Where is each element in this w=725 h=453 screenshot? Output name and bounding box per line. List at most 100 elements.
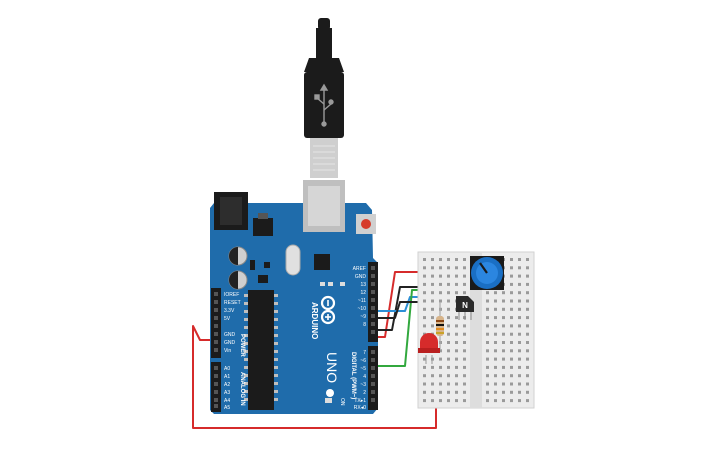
breadboard-hole bbox=[447, 274, 450, 278]
breadboard-hole bbox=[431, 399, 434, 403]
breadboard-hole bbox=[463, 266, 466, 270]
breadboard-hole bbox=[423, 316, 426, 320]
breadboard-hole bbox=[447, 332, 450, 336]
breadboard-hole bbox=[518, 365, 521, 369]
breadboard-hole bbox=[431, 382, 434, 386]
breadboard-hole bbox=[447, 390, 450, 394]
breadboard-hole bbox=[526, 282, 529, 286]
breadboard-hole bbox=[455, 274, 458, 278]
breadboard-hole bbox=[518, 341, 521, 344]
breadboard-hole bbox=[494, 307, 497, 311]
breadboard-hole bbox=[455, 341, 458, 344]
breadboard-hole bbox=[431, 299, 434, 303]
breadboard-hole bbox=[510, 266, 513, 270]
breadboard-hole bbox=[431, 374, 434, 378]
transistor-label: N bbox=[462, 301, 468, 310]
breadboard-hole bbox=[510, 390, 513, 394]
pin-label-aref: AREF bbox=[353, 266, 366, 272]
breadboard-hole bbox=[447, 349, 450, 353]
breadboard-hole bbox=[494, 399, 497, 403]
pin-label-a1: A1 bbox=[224, 374, 230, 380]
breadboard-hole bbox=[510, 291, 513, 295]
pin-label-5: ~5 bbox=[360, 366, 366, 372]
breadboard-hole bbox=[526, 374, 529, 378]
breadboard-hole bbox=[526, 349, 529, 353]
breadboard-hole bbox=[455, 282, 458, 286]
breadboard-hole bbox=[494, 365, 497, 369]
pin-label-3v3: 3.3V bbox=[224, 308, 235, 314]
breadboard-hole bbox=[423, 258, 426, 261]
breadboard-hole bbox=[463, 349, 466, 353]
arduino-logo-text: ARDUINO bbox=[310, 302, 319, 339]
breadboard-hole bbox=[518, 349, 521, 353]
breadboard-hole bbox=[526, 365, 529, 369]
breadboard-hole bbox=[486, 324, 489, 328]
breadboard-hole bbox=[526, 266, 529, 270]
breadboard-hole bbox=[510, 374, 513, 378]
breadboard-hole bbox=[502, 374, 505, 378]
breadboard-hole bbox=[463, 357, 466, 361]
breadboard-hole bbox=[447, 357, 450, 361]
npn-transistor-icon: N bbox=[456, 296, 474, 320]
breadboard-hole bbox=[486, 332, 489, 336]
red-led-icon bbox=[418, 333, 440, 364]
breadboard-hole bbox=[455, 324, 458, 328]
breadboard-hole bbox=[447, 258, 450, 261]
breadboard-hole bbox=[510, 357, 513, 361]
breadboard-hole bbox=[510, 274, 513, 278]
breadboard-hole bbox=[486, 357, 489, 361]
pin-label-2: 2 bbox=[363, 390, 366, 396]
breadboard-hole bbox=[510, 307, 513, 311]
breadboard-hole bbox=[510, 399, 513, 403]
breadboard-hole bbox=[431, 316, 434, 320]
breadboard-hole bbox=[431, 258, 434, 261]
breadboard-hole bbox=[502, 357, 505, 361]
breadboard-hole bbox=[502, 291, 505, 295]
pin-label-a2: A2 bbox=[224, 382, 230, 388]
breadboard-hole bbox=[439, 365, 442, 369]
breadboard-hole bbox=[526, 357, 529, 361]
breadboard-hole bbox=[494, 341, 497, 344]
pin-label-12: 12 bbox=[360, 290, 366, 296]
breadboard-hole bbox=[423, 374, 426, 378]
breadboard-hole bbox=[463, 399, 466, 403]
mini-breadboard bbox=[417, 251, 535, 409]
breadboard-hole bbox=[518, 357, 521, 361]
breadboard-hole bbox=[455, 332, 458, 336]
breadboard-hole bbox=[494, 382, 497, 386]
breadboard-hole bbox=[455, 382, 458, 386]
breadboard-hole bbox=[463, 324, 466, 328]
pin-label-reset: RESET bbox=[224, 300, 241, 306]
breadboard-hole bbox=[431, 282, 434, 286]
breadboard-hole bbox=[423, 324, 426, 328]
potentiometer-icon bbox=[470, 256, 504, 290]
breadboard-hole bbox=[455, 291, 458, 295]
breadboard-hole bbox=[463, 341, 466, 344]
breadboard-hole bbox=[518, 316, 521, 320]
pin-label-3: ~3 bbox=[360, 382, 366, 388]
breadboard-hole bbox=[486, 349, 489, 353]
breadboard-hole bbox=[494, 390, 497, 394]
breadboard-hole bbox=[526, 316, 529, 320]
breadboard-hole bbox=[510, 258, 513, 261]
breadboard-hole bbox=[447, 266, 450, 270]
pin-label-11: ~11 bbox=[358, 298, 366, 304]
breadboard-hole bbox=[455, 316, 458, 320]
breadboard-hole bbox=[518, 382, 521, 386]
usb-symbol-icon bbox=[314, 83, 334, 127]
breadboard-hole bbox=[526, 341, 529, 344]
breadboard-hole bbox=[447, 365, 450, 369]
breadboard-hole bbox=[526, 291, 529, 295]
breadboard-hole bbox=[510, 365, 513, 369]
breadboard-hole bbox=[502, 341, 505, 344]
breadboard-hole bbox=[439, 357, 442, 361]
breadboard-hole bbox=[455, 390, 458, 394]
breadboard-hole bbox=[439, 374, 442, 378]
breadboard-hole bbox=[510, 324, 513, 328]
breadboard-hole bbox=[502, 307, 505, 311]
breadboard-hole bbox=[526, 382, 529, 386]
breadboard-hole bbox=[423, 291, 426, 295]
breadboard-hole bbox=[502, 349, 505, 353]
breadboard-hole bbox=[423, 266, 426, 270]
pin-label-4: 4 bbox=[363, 374, 366, 380]
